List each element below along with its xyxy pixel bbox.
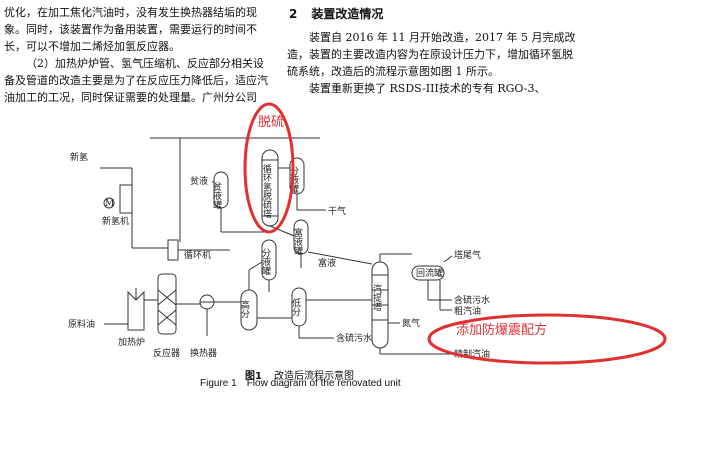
label-raw-oil: 原料油 <box>68 318 95 330</box>
figure-title-cn: 改造后流程示意图 <box>273 371 354 382</box>
label-recycle-compressor: 循环机 <box>184 249 211 261</box>
figure-caption-english: Figure 1 Flow diagram of the renovated un… <box>200 378 401 389</box>
figure-label-en: Figure 1 <box>200 378 237 389</box>
annotation-add-explosion-formula: 添加防爆震配方 <box>456 322 547 338</box>
label-crude-naphtha: 粗汽油 <box>454 305 481 317</box>
label-tower-tail-gas: 塔尾气 <box>454 249 481 261</box>
left-paragraph-2: （2）加热炉炉管、氢气压缩机、反应部分相关设备及管道的改造主要是为了在反应压力降… <box>4 57 268 104</box>
label-reflux-tank: 回流罐 <box>416 267 443 279</box>
label-recycle-h2-desulfurizer: 循环氢脱硫塔 <box>261 163 272 219</box>
desulfurization-highlight-circle <box>243 102 295 234</box>
label-dry-gas: 干气 <box>328 205 346 217</box>
figure-title-en: Flow diagram of the renovated unit <box>246 378 401 389</box>
section-heading: 2 装置改造情况 <box>289 6 577 23</box>
label-rich-amine-tank: 富液罐 <box>292 227 303 256</box>
left-paragraph-1: 优化，在加工焦化汽油时，没有发生换热器结垢的现象。同时，该装置作为备用装置，需要… <box>4 6 257 53</box>
right-paragraph-2: 装置重新更换了 RSDS-III技术的专有 RGO-3、 <box>309 82 546 95</box>
section-title: 装置改造情况 <box>311 7 384 21</box>
label-poor-amine-tank: 贫液罐 <box>211 181 222 210</box>
label-separator-tank-mid: 分液罐 <box>260 248 271 276</box>
section-number: 2 <box>289 7 298 21</box>
label-heat-exchanger: 换热器 <box>190 347 217 359</box>
label-sour-water-right: 含硫污水 <box>454 294 490 306</box>
figure-caption-chinese: 图1 改造后流程示意图 <box>245 367 354 382</box>
right-paragraph-1: 装置自 2016 年 11 月开始改造，2017 年 5 月完成改造，装置的主要… <box>287 31 576 78</box>
label-motor: M <box>105 199 114 209</box>
label-heater: 加热炉 <box>118 336 145 348</box>
figure-label-cn: 图1 <box>245 371 262 382</box>
label-reactor: 反应器 <box>153 347 180 359</box>
label-poor-amine: 贫液 <box>190 175 208 187</box>
label-lp-separator: 低分 <box>290 297 301 317</box>
label-new-hydrogen: 新氢 <box>70 151 88 163</box>
label-sour-water-bottom: 含硫污水 <box>336 332 372 344</box>
label-nitrogen: 氮气 <box>402 317 420 329</box>
annotation-desulfurization: 脱硫 <box>258 115 284 130</box>
label-hp-separator: 高分 <box>239 299 250 319</box>
label-stripper: 汽提塔 <box>371 283 382 312</box>
process-flow-diagram: 新氢 M 新氢机 循环机 贫液 贫液罐 循环氢脱硫塔 分液罐 干气 富液罐 分液… <box>68 102 667 365</box>
label-rich-amine: 富液 <box>318 257 336 269</box>
left-text-column: 优化，在加工焦化汽油时，没有发生换热器结垢的现象。同时，该装置作为备用装置，需要… <box>4 4 269 106</box>
right-text-column: 2 装置改造情况 装置自 2016 年 11 月开始改造，2017 年 5 月完成… <box>287 6 577 97</box>
explosion-formula-highlight-circle <box>427 313 667 365</box>
label-new-hydrogen-compressor: 新氢机 <box>102 215 129 227</box>
